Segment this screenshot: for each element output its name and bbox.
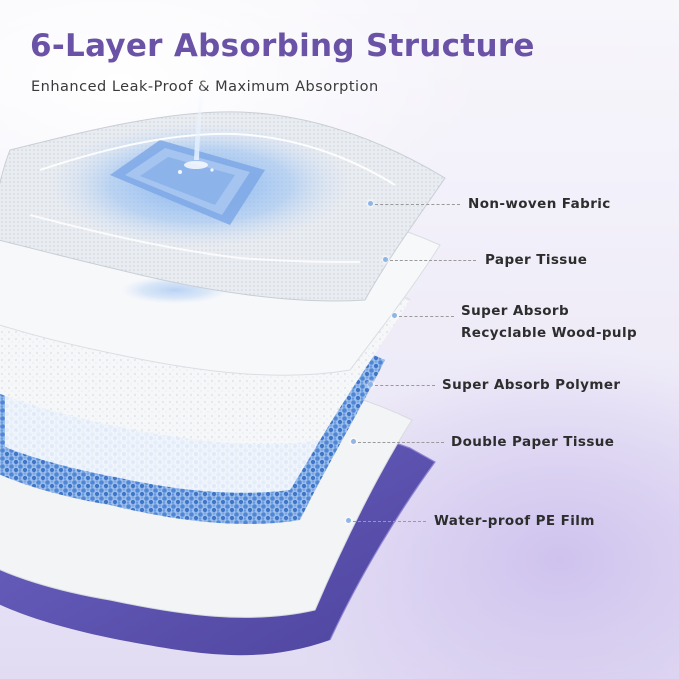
layer-nonwoven-fabric: [0, 111, 446, 302]
leader-line-polymer: [375, 385, 435, 386]
leader-line-nonwoven: [375, 204, 460, 205]
callout-dot-pe-film: [346, 518, 351, 523]
callout-dot-nonwoven: [368, 201, 373, 206]
leader-line-wood-pulp: [399, 316, 454, 317]
callout-dot-polymer: [368, 382, 373, 387]
label-nonwoven-fabric: Non-woven Fabric: [468, 196, 611, 212]
callout-dot-wood-pulp: [392, 313, 397, 318]
label-wood-pulp-line1: Super Absorb: [461, 303, 570, 319]
label-pe-film: Water-proof PE Film: [434, 513, 595, 529]
leader-line-pe-film: [353, 521, 426, 522]
label-paper-tissue: Paper Tissue: [485, 252, 588, 268]
callout-dot-paper-tissue: [383, 257, 388, 262]
water-stream: [178, 60, 214, 174]
leader-line-double-paper: [358, 442, 444, 443]
page-subtitle: Enhanced Leak-Proof & Maximum Absorption: [31, 79, 379, 95]
label-double-paper-tissue: Double Paper Tissue: [451, 434, 615, 450]
label-super-absorb-polymer: Super Absorb Polymer: [442, 377, 621, 393]
page-title: 6-Layer Absorbing Structure: [30, 28, 535, 64]
callout-dot-double-paper: [351, 439, 356, 444]
label-wood-pulp-line2: Recyclable Wood-pulp: [461, 325, 638, 341]
leader-line-paper-tissue: [390, 260, 476, 261]
